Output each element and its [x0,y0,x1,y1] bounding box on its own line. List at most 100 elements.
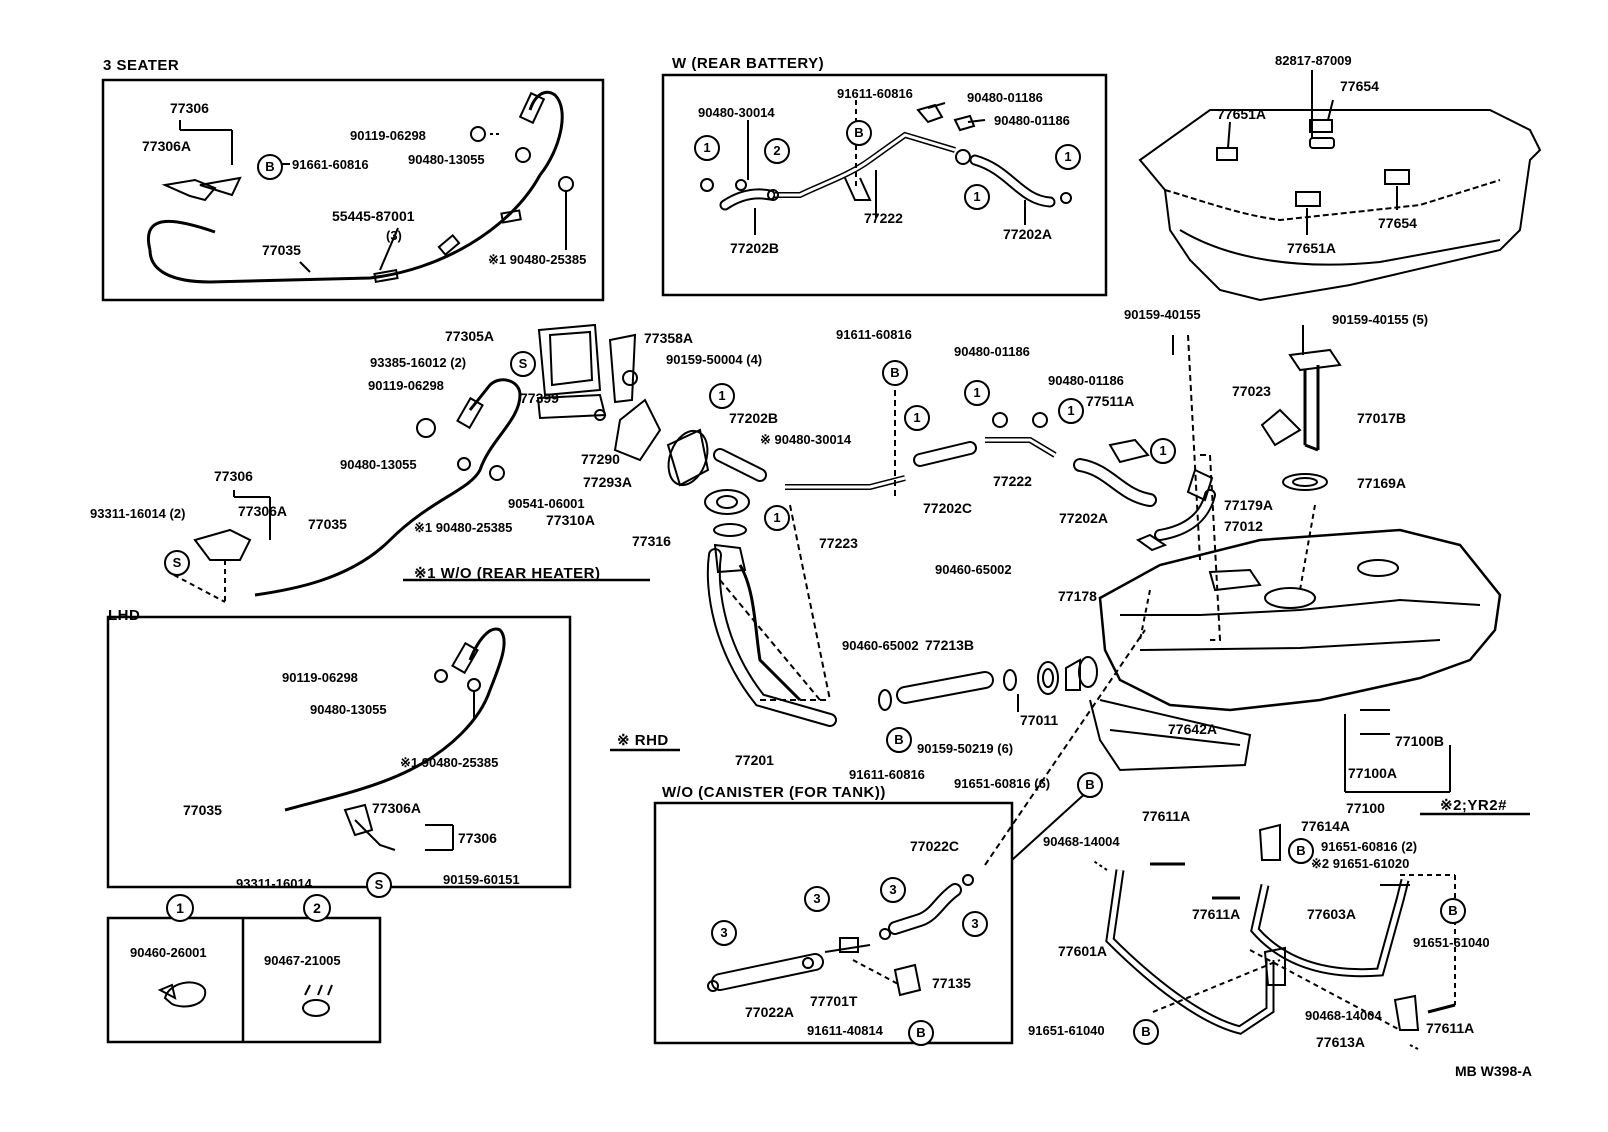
label-77293a: 77293A [583,474,633,490]
label-77201: 77201 [735,752,774,768]
clamp-mark-3: 3 [711,920,737,946]
bolt-mark-b: B [882,360,908,386]
screw-mark-s: S [366,872,392,898]
heading-wo-canister: W/O (CANISTER (FOR TANK)) [662,784,886,801]
box-canister [653,801,1014,1045]
label-77100b: 77100B [1395,733,1445,749]
label-93385-16012: 93385-16012 (2) [370,355,467,370]
label-93311-16014: 93311-16014 (2) [90,506,186,521]
label-77306a: 77306A [238,503,288,519]
label-77035: 77035 [308,516,347,532]
label-77213b: 77213B [925,637,975,653]
label-77701t: 77701T [810,993,858,1009]
label-90480-01186-a: 90480-01186 [967,90,1043,105]
label-77651a: 77651A [1287,240,1337,256]
heading-rear-battery: W (REAR BATTERY) [672,55,825,72]
clamp-mark-2: 2 [764,138,790,164]
bolt-mark-b: B [1440,898,1466,924]
label-90460-65002: 90460-65002 [935,562,1012,577]
label-77611a: 77611A [1142,808,1191,824]
label-77290: 77290 [581,451,620,467]
label-93311-16014: 93311-16014 [236,876,312,891]
label-77511a: 77511A [1086,393,1135,409]
label-77022a: 77022A [745,1004,795,1020]
label-77305a: 77305A [445,328,495,344]
label-91651-61040: 91651-61040 [1028,1023,1105,1038]
label-90119-06298: 90119-06298 [282,670,358,685]
box-rear-battery [661,73,1108,297]
label-90467-21005: 90467-21005 [264,953,341,968]
bolt-mark-b: B [846,120,872,146]
label-77179a: 77179A [1224,497,1274,513]
heading-rhd: ※ RHD [617,732,669,749]
label-77202a: 77202A [1059,510,1109,526]
label-90480-30014: ※ 90480-30014 [760,432,852,447]
label-91651-61020: ※2 91651-61020 [1311,856,1410,871]
label-77223: 77223 [819,535,858,551]
drawing-code: MB W398-A [1455,1063,1533,1079]
label-77202a: 77202A [1003,226,1053,242]
label-77654: 77654 [1378,215,1417,231]
label-77012: 77012 [1224,518,1263,534]
label-77023: 77023 [1232,383,1271,399]
label-90460-26001: 90460-26001 [130,945,207,960]
label-77202b: 77202B [729,410,779,426]
bolt-mark-b: B [886,727,912,753]
label-77316: 77316 [632,533,671,549]
label-90480-25385: ※1 90480-25385 [400,755,499,770]
label-90159-40155-5: 90159-40155 (5) [1332,312,1429,327]
label-90480-13055: 90480-13055 [310,702,387,717]
label-90119-06298: 90119-06298 [368,378,444,393]
clamp-mark-1: 1 [904,405,930,431]
label-90480-25385: ※1 90480-25385 [414,520,513,535]
label-77614a: 77614A [1301,818,1351,834]
label-90159-50219: 90159-50219 (6) [917,741,1014,756]
label-90119-06298: 90119-06298 [350,128,426,143]
label-77613a: 77613A [1316,1034,1366,1050]
label-90480-01186-b: 90480-01186 [994,113,1070,128]
bolt-mark-b: B [1077,772,1103,798]
label-91611-60816: 91611-60816 [836,327,912,342]
label-77017b: 77017B [1357,410,1407,426]
clamp-mark-1: 1 [709,383,735,409]
label-77306: 77306 [170,100,209,116]
box-lhd [106,615,572,889]
label-91651-60816-6: 91651-60816 (6) [954,776,1051,791]
label-77306a: 77306A [372,800,422,816]
screw-mark-s: S [510,351,536,377]
label-77603a: 77603A [1307,906,1357,922]
clamp-mark-1: 1 [694,135,720,161]
label-77202c: 77202C [923,500,973,516]
label-77651a: 77651A [1217,106,1267,122]
label-55445-87001: 55445-87001 [332,208,415,224]
label-90468-14004: 90468-14004 [1043,834,1120,849]
clamp-mark-1: 1 [1150,438,1176,464]
label-77306a: 77306A [142,138,192,154]
label-77100a: 77100A [1348,765,1398,781]
label-77100: 77100 [1346,800,1385,816]
screw-mark-s: S [164,550,190,576]
label-90480-25385: ※1 90480-25385 [488,252,587,267]
clamp-mark-1: 1 [1058,398,1084,424]
label-77222: 77222 [993,473,1032,489]
label-91651-60816-2: 91651-60816 (2) [1321,839,1418,854]
label-91651-61040: 91651-61040 [1413,935,1490,950]
bolt-mark-b: B [908,1020,934,1046]
clamp-type-2-mark: 2 [303,894,331,922]
bolt-mark-b: B [1133,1019,1159,1045]
heading-3-seater: 3 SEATER [103,57,180,74]
label-77654: 77654 [1340,78,1379,94]
label-82817-87009: 82817-87009 [1275,53,1352,68]
label-77306: 77306 [214,468,253,484]
clamp-mark-1: 1 [1055,144,1081,170]
label-77642a: 77642A [1168,721,1218,737]
label-77135: 77135 [932,975,971,991]
label-90460-65002: 90460-65002 [842,638,919,653]
label-77611a: 77611A [1192,906,1241,922]
label-77169a: 77169A [1357,475,1407,491]
label-77178: 77178 [1058,588,1097,604]
bolt-mark-b: B [257,154,283,180]
label-77611a: 77611A [1426,1020,1475,1036]
